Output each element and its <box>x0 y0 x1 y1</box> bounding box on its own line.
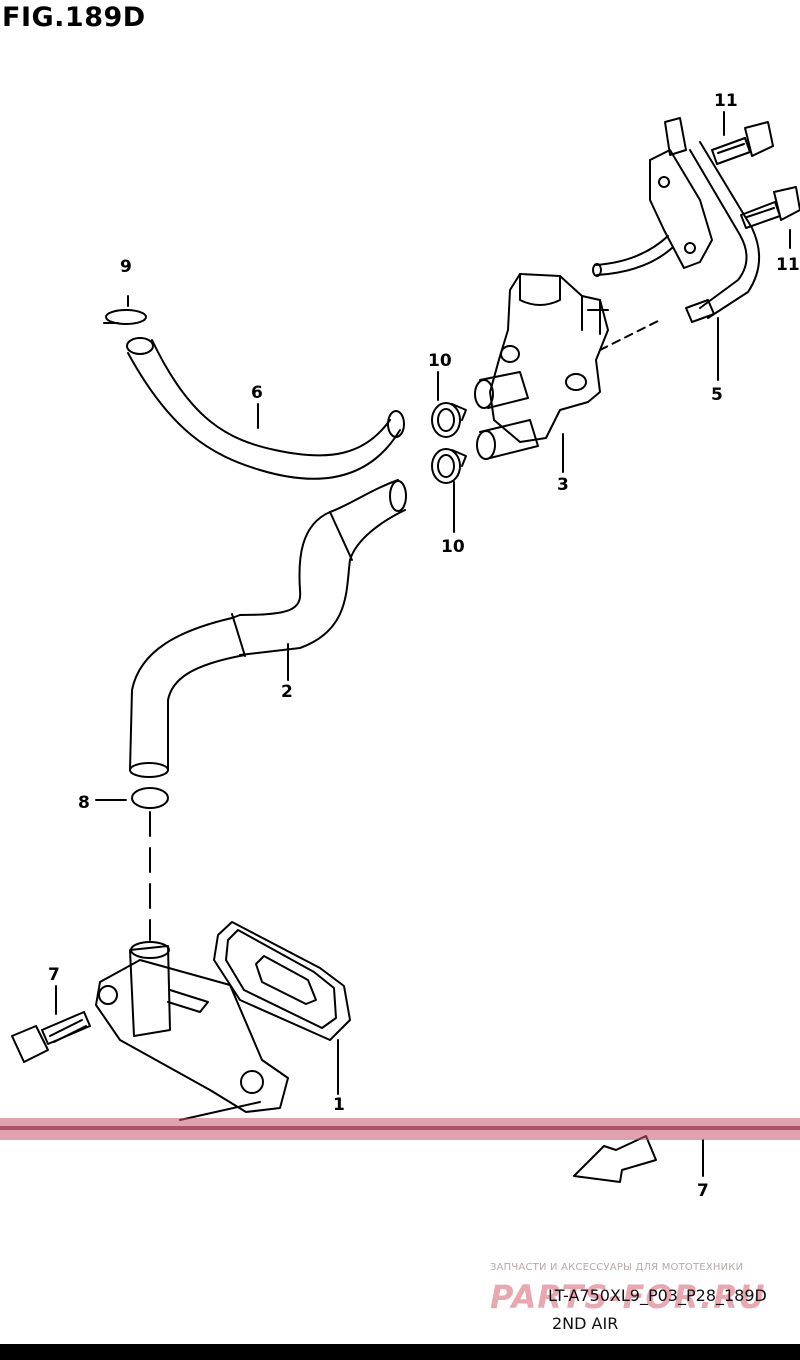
figure-name: 2ND AIR <box>552 1314 619 1333</box>
figure-code: LT-A750XL9_P03_P28_189D <box>548 1286 767 1305</box>
figure-title: FIG.189D <box>2 2 146 33</box>
callout-11-lower[interactable]: 11 <box>776 255 800 275</box>
clamp-10-lower[interactable] <box>431 448 467 484</box>
callout-11-upper[interactable]: 11 <box>714 91 738 111</box>
watermark-text: ЗАПЧАСТИ И АКСЕССУАРЫ ДЛЯ МОТОТЕХНИКИ <box>490 1262 744 1273</box>
callout-6[interactable]: 6 <box>251 383 263 403</box>
callout-3[interactable]: 3 <box>557 475 569 495</box>
callout-9[interactable]: 9 <box>120 257 132 277</box>
callout-2[interactable]: 2 <box>281 682 293 702</box>
callout-1[interactable]: 1 <box>333 1095 345 1115</box>
watermark-logo: PARTS-FOR.RU <box>490 1278 766 1316</box>
hose-2[interactable] <box>129 479 407 778</box>
bottom-bar <box>0 1344 800 1360</box>
cover-1[interactable] <box>95 941 289 1121</box>
ring-8[interactable] <box>103 787 169 809</box>
gasket[interactable] <box>213 921 351 1041</box>
callout-7-right[interactable]: 7 <box>697 1181 709 1201</box>
pipe-5[interactable] <box>592 117 761 323</box>
callout-10-upper[interactable]: 10 <box>428 351 452 371</box>
bolt-11-lower[interactable] <box>740 186 800 229</box>
bolt-7[interactable] <box>11 1011 91 1063</box>
valve-3[interactable] <box>474 273 661 460</box>
callout-10-lower[interactable]: 10 <box>441 537 465 557</box>
fwd-arrow <box>573 1135 657 1183</box>
callout-5[interactable]: 5 <box>711 385 723 405</box>
ring-9[interactable] <box>103 309 147 325</box>
callout-8[interactable]: 8 <box>78 793 90 813</box>
clamp-10-upper[interactable] <box>431 402 467 438</box>
bolt-11-upper[interactable] <box>711 121 774 165</box>
callout-7-left[interactable]: 7 <box>48 965 60 985</box>
hose-6[interactable] <box>126 337 405 480</box>
